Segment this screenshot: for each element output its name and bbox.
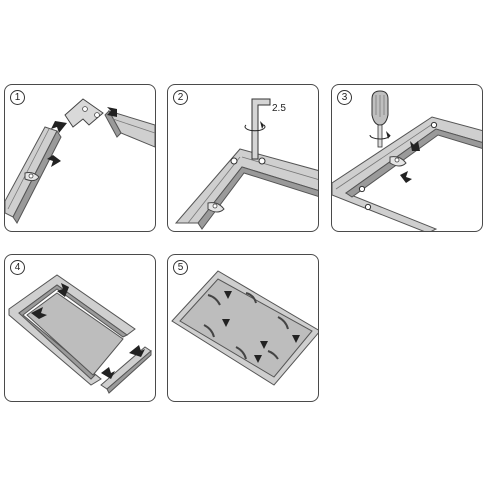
- step-4-panel: 4: [4, 254, 156, 402]
- frame-profile-right: [104, 110, 155, 148]
- frame-profile-loose: [100, 346, 152, 394]
- step-2-panel: 2 2.5: [167, 84, 319, 232]
- hex-key-icon: [244, 98, 271, 160]
- frame-perspective: [332, 116, 482, 231]
- arrow-icon: [47, 107, 117, 167]
- step-number-badge: 2: [173, 90, 188, 105]
- spring-clip-icon: [207, 202, 225, 213]
- frame-full: [171, 270, 318, 386]
- corner-bracket-icon: [64, 98, 104, 128]
- step-3-panel: 3: [331, 84, 483, 232]
- arrow-icon: [31, 283, 145, 379]
- spring-clip-icon: [24, 172, 40, 182]
- step-number-badge: 4: [10, 260, 25, 275]
- frame-corner: [174, 148, 318, 230]
- frame-three-sides: [8, 274, 136, 386]
- spring-clip-icon: [389, 156, 407, 167]
- hex-key-size-label: 2.5: [272, 103, 286, 114]
- step-5-panel: 5: [167, 254, 319, 402]
- screwdriver-icon: [369, 90, 391, 148]
- screw-icon: [230, 157, 266, 165]
- step-number-badge: 3: [337, 90, 352, 105]
- arrow-icon: [222, 291, 300, 363]
- step-number-badge: 1: [10, 90, 25, 105]
- screw-icon: [358, 121, 438, 211]
- step-4-illustration: [8, 274, 152, 394]
- step-1-panel: 1: [4, 84, 156, 232]
- step-2-illustration: 2.5: [174, 98, 318, 230]
- spring-clip-icon: [203, 292, 289, 360]
- step-3-illustration: [332, 90, 482, 231]
- step-1-illustration: [5, 98, 155, 224]
- step-number-badge: 5: [173, 260, 188, 275]
- arrow-icon: [400, 141, 420, 183]
- step-5-illustration: [171, 270, 318, 386]
- backing-board: [26, 292, 124, 376]
